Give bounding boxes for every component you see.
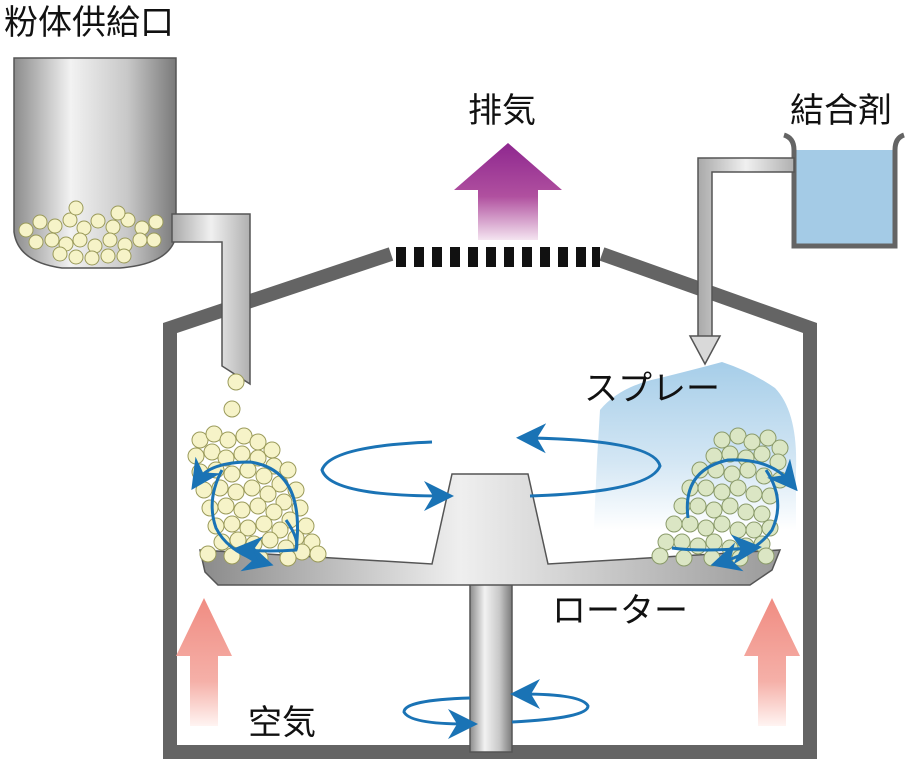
exhaust-filter: [396, 247, 600, 267]
up-arrow-icon: [744, 598, 800, 726]
nozzle-icon: [688, 335, 722, 366]
left-particle-bed: [187, 425, 327, 567]
swirl-arrow-front: [516, 423, 662, 498]
right-bed-circulation-base: [671, 534, 762, 565]
exhaust-arrow: [454, 143, 562, 240]
shaft-swirl-front: [510, 679, 590, 724]
spray-label: スプレー: [584, 369, 720, 409]
hopper-particles: [18, 200, 164, 266]
air-arrow-left: [176, 598, 232, 726]
rotor-shaft: [469, 579, 513, 753]
up-arrow-icon: [454, 143, 562, 240]
up-arrow-icon: [176, 598, 232, 726]
hopper-body: [13, 57, 177, 269]
air-label: 空気: [248, 703, 316, 743]
binder-label: 結合剤: [790, 91, 892, 131]
shaft-swirl-back: [402, 696, 478, 739]
powder-feed-label: 粉体供給口: [4, 3, 174, 43]
binder-liquid: [794, 150, 895, 246]
feed-chute: [171, 213, 251, 386]
flow-arrows: [191, 423, 798, 739]
falling-particles: [223, 373, 245, 418]
powder-hopper: [13, 57, 251, 418]
binder-tank: [783, 132, 905, 249]
air-arrow-right: [744, 598, 800, 726]
left-bed-circulation-outer: [191, 456, 299, 551]
swirl-arrow-back: [320, 440, 454, 511]
left-bed-circulation-base: [232, 519, 299, 567]
right-particle-bed: [651, 427, 789, 567]
rotor-label: ローター: [552, 591, 688, 631]
exhaust-label: 排気: [468, 91, 536, 131]
right-bed-circulation-outer: [685, 458, 798, 519]
